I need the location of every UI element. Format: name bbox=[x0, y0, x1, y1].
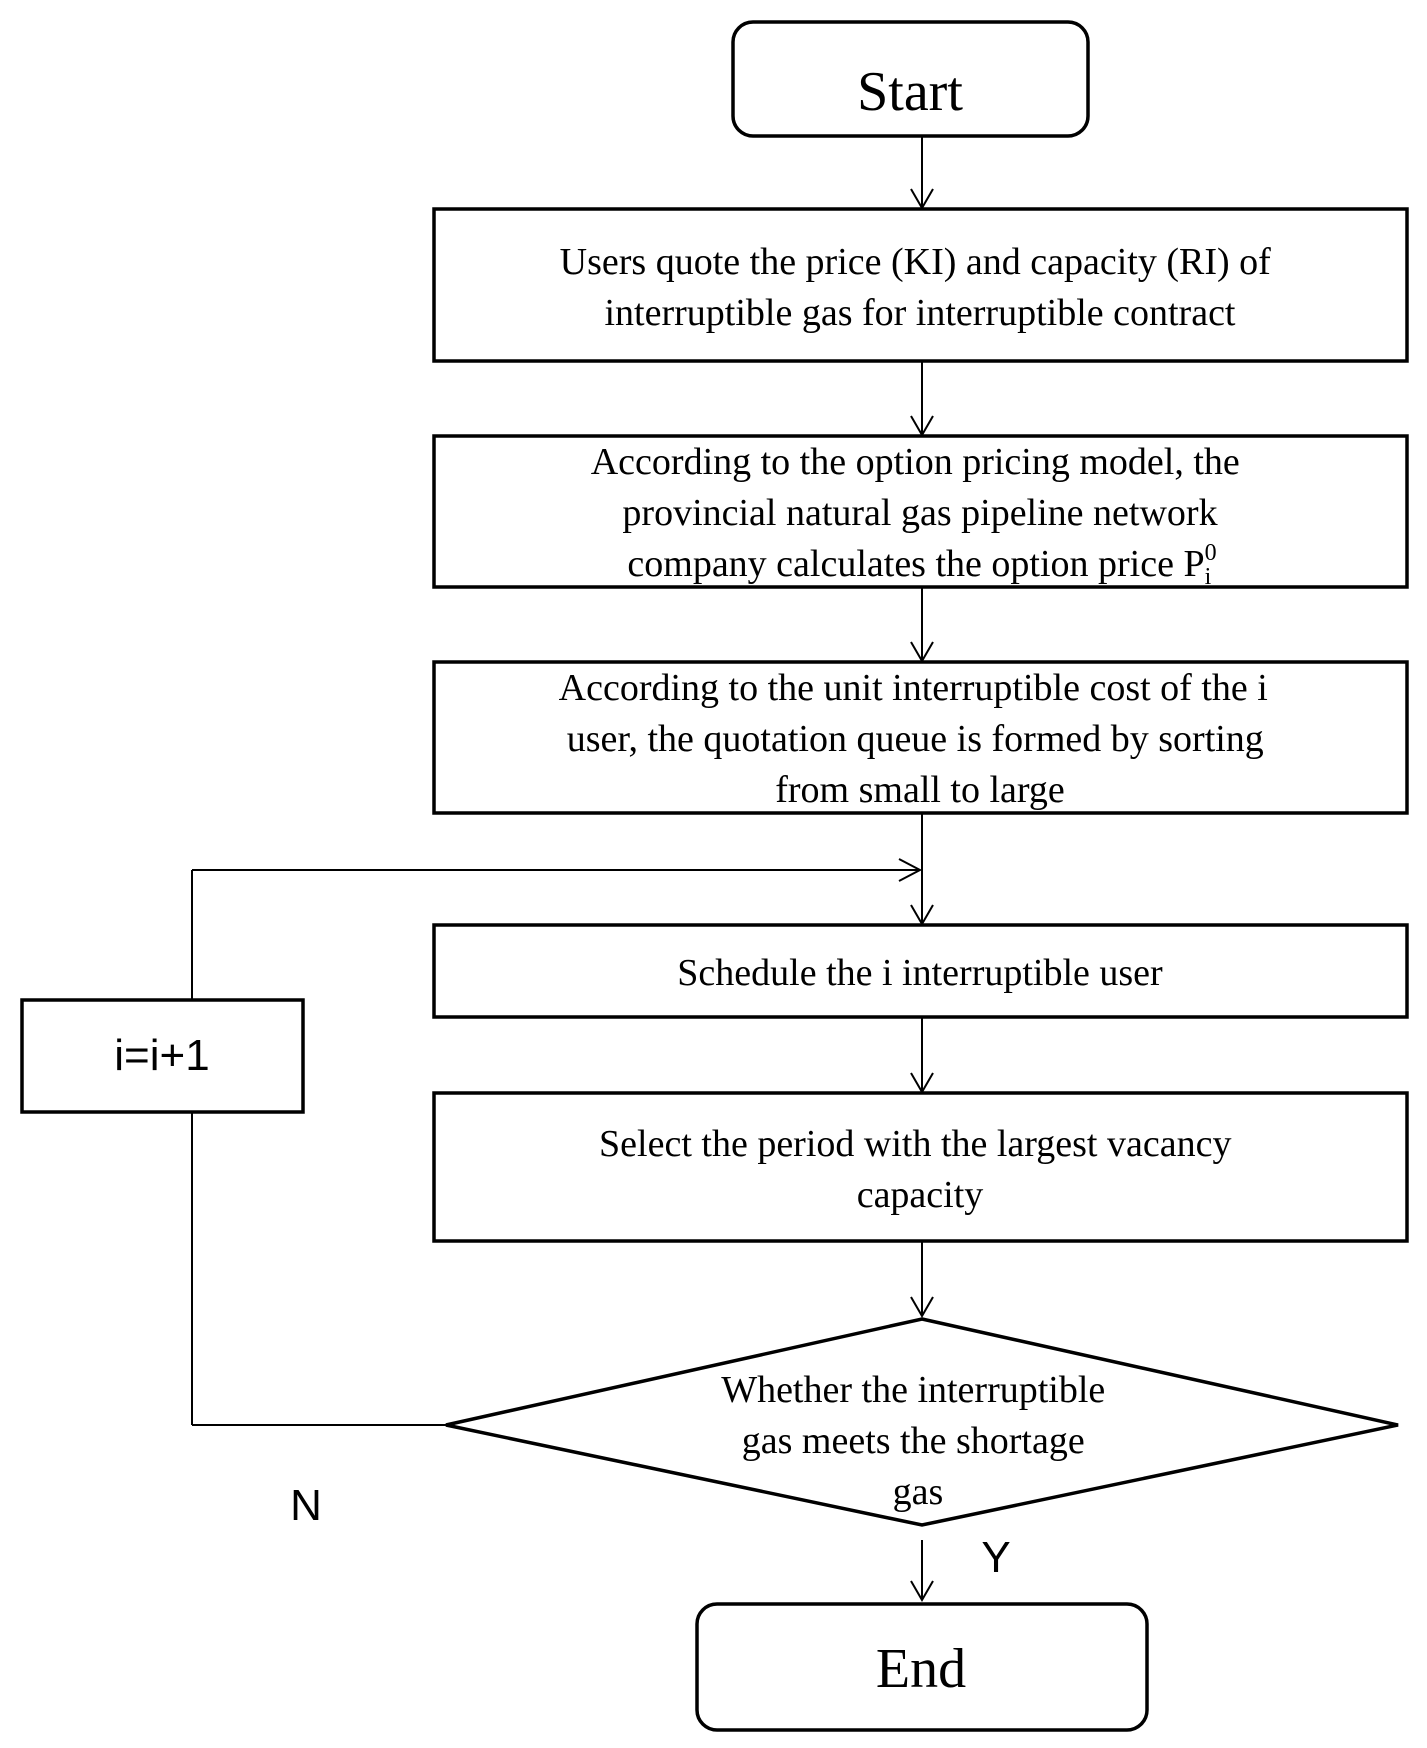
shortage-decision-diamond bbox=[445, 1317, 1399, 1527]
option-price-superscript: 0 bbox=[1205, 540, 1217, 566]
quotation-queue-box bbox=[432, 660, 1409, 815]
svg-text:Whether the interruptible: Whether the interruptible gas meets the … bbox=[721, 1369, 1115, 1513]
yes-branch-label: Y bbox=[981, 1533, 1010, 1582]
svg-text:According to the option pricin: According to the option pricing model, t… bbox=[591, 441, 1250, 534]
schedule-user-label: Schedule the i interruptible user bbox=[677, 952, 1163, 994]
svg-text:Select the period with the lar: Select the period with the largest vacan… bbox=[599, 1123, 1241, 1216]
quote-line-2: interruptible gas for interruptible cont… bbox=[605, 292, 1236, 334]
queue-line-1: According to the unit interruptible cost… bbox=[559, 667, 1268, 709]
quote-price-capacity-box bbox=[432, 207, 1409, 363]
option-price-calculation-box bbox=[432, 434, 1409, 589]
decision-line-2: gas meets the shortage bbox=[742, 1420, 1085, 1462]
quote-line-1: Users quote the price (KI) and capacity … bbox=[560, 241, 1271, 283]
decision-line-3: gas bbox=[893, 1471, 944, 1513]
start-label: Start bbox=[857, 61, 963, 123]
select-period-line-1: Select the period with the largest vacan… bbox=[599, 1123, 1231, 1165]
queue-line-3: from small to large bbox=[775, 769, 1065, 811]
no-branch-label: N bbox=[290, 1481, 322, 1530]
svg-text:According to the unit interrup: According to the unit interruptible cost… bbox=[559, 667, 1278, 811]
end-label: End bbox=[876, 1638, 966, 1700]
option-line-1: According to the option pricing model, t… bbox=[591, 441, 1240, 483]
select-period-line-2: capacity bbox=[857, 1174, 984, 1216]
svg-text:Users quote the price (KI) and: Users quote the price (KI) and capacity … bbox=[560, 241, 1281, 334]
option-line-3: company calculates the option price P bbox=[627, 543, 1204, 585]
queue-line-2: user, the quotation queue is formed by s… bbox=[567, 718, 1264, 760]
start-terminal bbox=[731, 20, 1090, 138]
decision-line-1: Whether the interruptible bbox=[721, 1369, 1105, 1411]
schedule-user-box bbox=[432, 923, 1409, 1019]
increment-box bbox=[20, 998, 305, 1114]
end-terminal bbox=[695, 1602, 1149, 1732]
loop-arrow-head bbox=[898, 858, 923, 882]
svg-text:company calculates the option: company calculates the option price P0i bbox=[627, 540, 1216, 590]
option-price-subscript: i bbox=[1205, 564, 1212, 590]
increment-label: i=i+1 bbox=[114, 1031, 209, 1080]
option-line-2: provincial natural gas pipeline network bbox=[622, 492, 1217, 534]
select-period-box bbox=[432, 1091, 1409, 1243]
